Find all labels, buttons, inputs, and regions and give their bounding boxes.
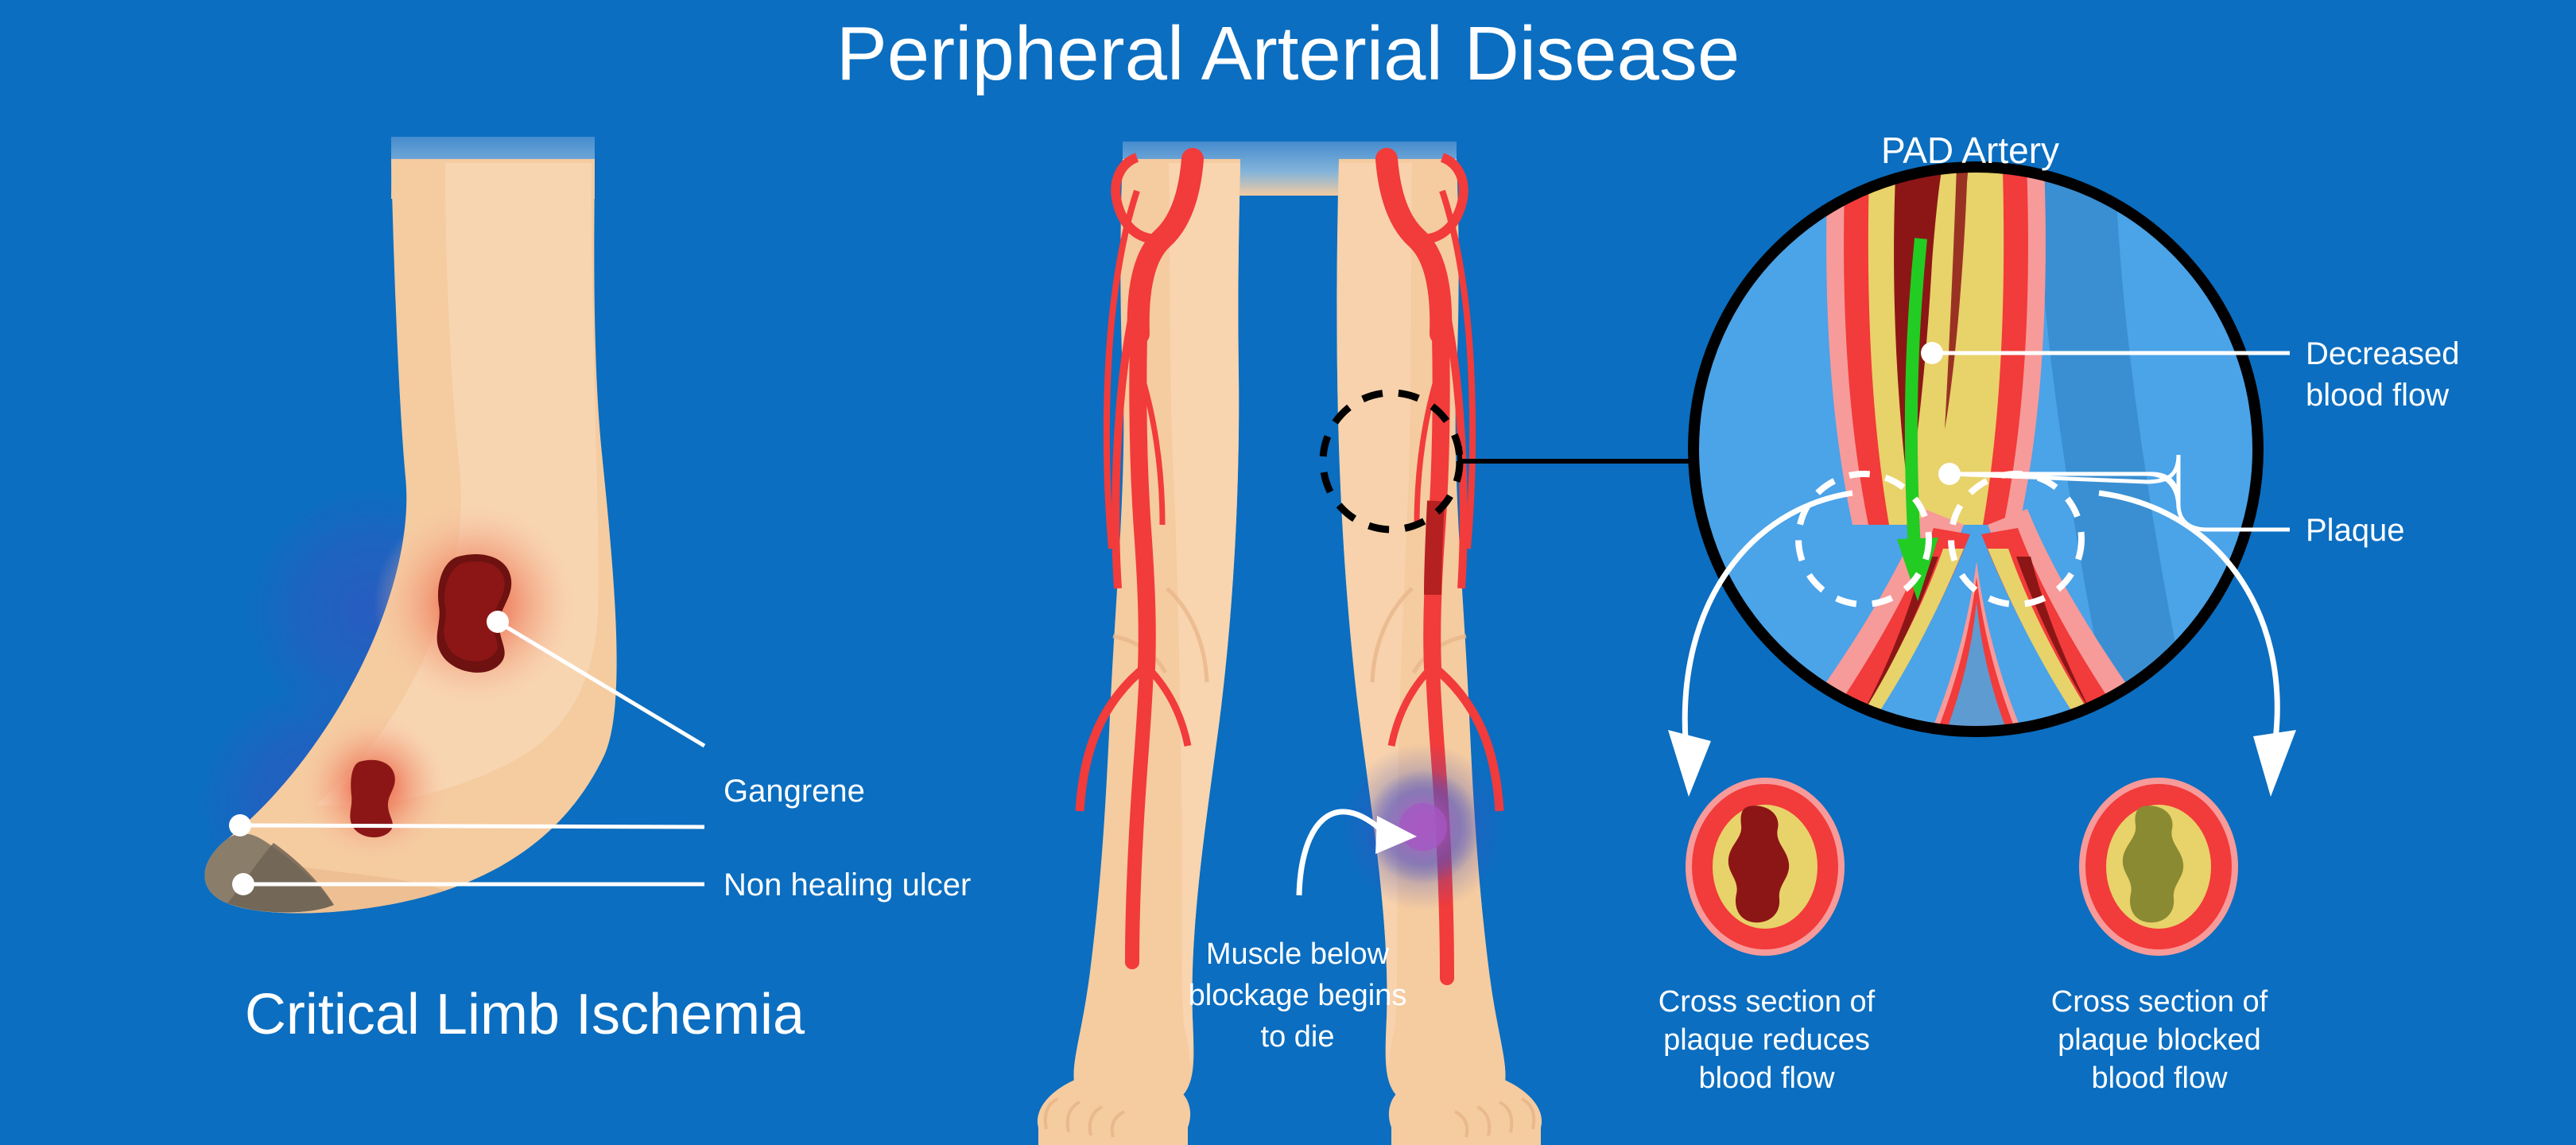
svg-text:Cross section of: Cross section of: [2051, 985, 2268, 1019]
svg-text:blockage begins: blockage begins: [1189, 979, 1407, 1012]
pad-artery-title: PAD Artery: [1881, 130, 2059, 171]
dot-gangrene-upper: [487, 611, 509, 633]
svg-text:Cross section of: Cross section of: [1658, 985, 1876, 1019]
left-panel-caption: Critical Limb Ischemia: [245, 983, 805, 1046]
callout-arrow-right-head: [2253, 730, 2296, 797]
left-foot-illustration: [199, 137, 617, 922]
vessel-shadow: [2035, 167, 2194, 732]
left-leader-lines: [229, 611, 706, 895]
svg-text:plaque reduces: plaque reduces: [1663, 1023, 1870, 1057]
label-plaque: Plaque: [2306, 513, 2405, 548]
svg-text:to die: to die: [1261, 1020, 1335, 1054]
foot-left-toes: [1043, 1097, 1125, 1138]
callout-arrow-left-path: [1682, 490, 1853, 740]
muscle-annotation-arrow: [1296, 809, 1417, 896]
calf-glow-core: [1399, 803, 1447, 851]
label-muscle-below-blockage: Muscle below blockage begins to die: [1189, 937, 1407, 1054]
artery-lumen-right: [1945, 167, 1972, 429]
wound-upper: [436, 554, 512, 673]
svg-text:Muscle below: Muscle below: [1206, 937, 1390, 971]
magnifier-ring: [1688, 161, 2264, 737]
foot-right-base: [1388, 978, 1506, 1109]
svg-text:blood flow: blood flow: [2306, 378, 2449, 413]
svg-text:Decreased: Decreased: [2306, 336, 2459, 371]
caption-cross-section-reduced: Cross section of plaque reduces blood fl…: [1658, 985, 1876, 1095]
label-non-healing-ulcer: Non healing ulcer: [724, 867, 971, 902]
foot-left-base: [1073, 978, 1191, 1109]
svg-text:plaque blocked: plaque blocked: [2058, 1023, 2261, 1057]
muscle-arrow-path: [1296, 809, 1387, 896]
blockage-callout: [1319, 389, 1693, 534]
callout-arrow-right-path: [2098, 490, 2280, 740]
svg-text:blood flow: blood flow: [2091, 1062, 2228, 1095]
cross-section-callouts: [1668, 490, 2296, 797]
dot-gangrene-lower: [229, 814, 251, 836]
cross-section-blocked: [2079, 778, 2238, 956]
leg-left-highlight: [1145, 163, 1240, 1108]
gangrene-toes-shadow: [227, 843, 334, 913]
page-title: Peripheral Arterial Disease: [836, 11, 1740, 96]
knee-contours: [1112, 587, 1467, 683]
lumen-blocked: [2122, 805, 2184, 923]
leader-gangrene-upper: [496, 619, 706, 748]
dashed-site-left: [1795, 471, 1932, 607]
label-gangrene: Gangrene: [724, 774, 865, 809]
foot-right: [1388, 1080, 1542, 1128]
muscle-arrow-head: [1375, 816, 1417, 854]
lumen-reduced: [1728, 805, 1790, 923]
foot-left: [1037, 1080, 1191, 1128]
label-decreased-blood-flow: Decreased blood flow: [2306, 336, 2459, 413]
caption-cross-section-blocked: Cross section of plaque blocked blood fl…: [2051, 985, 2268, 1095]
callout-arrow-left-head: [1668, 730, 1711, 797]
foot-right-toes: [1454, 1097, 1536, 1138]
svg-text:blood flow: blood flow: [1698, 1062, 1835, 1095]
leader-gangrene-lower: [239, 823, 705, 829]
artery-blockage-segment: [1424, 500, 1445, 596]
wound-lower: [350, 759, 395, 838]
leader-plaque-vert: [1949, 455, 2181, 505]
arteries-left-leg: [1075, 148, 1204, 969]
dot-non-healing-ulcer: [232, 873, 254, 895]
dot-decreased-blood-flow: [1921, 342, 1943, 364]
cross-section-reduced: [1686, 778, 1845, 956]
dot-plaque: [1938, 463, 1961, 485]
